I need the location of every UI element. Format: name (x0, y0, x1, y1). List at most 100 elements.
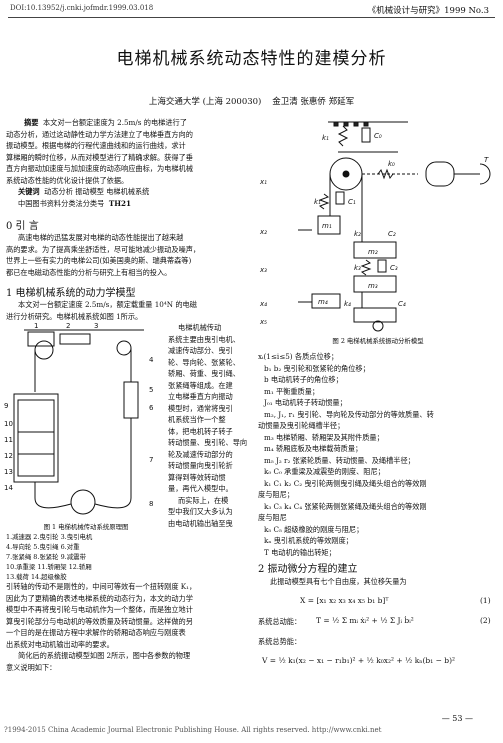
fig2-label: C₂ (388, 230, 396, 238)
fig2-label: k₂ (354, 230, 361, 238)
fig2-label: C₀ (374, 132, 382, 140)
page-number: — 53 — (441, 714, 473, 723)
keywords-label: 关键词 (18, 187, 40, 196)
motor-box (59, 333, 91, 345)
param-line: m₂, J₁, r₁ 曳引轮、导向轮及传动部分的等效质量、转 (264, 409, 434, 419)
car-frame (13, 393, 59, 483)
affiliation: 上海交通大学 (上海 200030) (148, 97, 262, 107)
fig2-label: m₄ (318, 298, 328, 306)
clc-label: 中国图书资料分类法分类号 (18, 198, 105, 208)
section-1-intro: 本文对一台额定速度 2.5m/s，额定载重量 10⁴N 的电磁 进行分析研究。电… (6, 299, 248, 322)
param-line: 度与阻尼 (258, 513, 287, 522)
fig2-label: x₄ (259, 300, 267, 308)
fig2-label: x₅ (259, 318, 267, 326)
param-line: J₀₁ 电动机转子转动惯量； (264, 398, 347, 407)
fig2-label: m₃ (368, 282, 378, 290)
potential-energy-label: 系统总势能： (258, 637, 302, 646)
body-line: 因此为了更精确的表述电梯系统的动态行为，本文的动力学 (6, 593, 193, 603)
mass-m2-box (353, 241, 397, 259)
fig1-label: 10 (4, 420, 13, 428)
fig1-label: 2 (66, 322, 70, 330)
body-line: 体，把电机转子转子 (168, 426, 233, 436)
abstract-label: 摘要 (24, 118, 39, 127)
param-line: m₄ 轿厢底板及电梯载荷质量； (264, 444, 363, 453)
param-line: b 电动机转子的角位移； (264, 375, 343, 384)
fig1-label: 14 (4, 484, 13, 492)
body-line: 本文对一台额定速度 2.5m/s，额定载重量 10⁴N 的电磁 (18, 300, 197, 309)
body-line: 型中我们又大多认为 (168, 507, 233, 516)
fig1-label: 12 (4, 452, 13, 460)
clc-code: TH21 (108, 198, 131, 208)
section-1-title: 1 电梯机械系统的动力学模型 (6, 288, 136, 299)
abstract-line: 本文对一台额定速度为 2.5m/s 的电梯进行了 (42, 118, 187, 127)
traction-sheave (34, 340, 54, 360)
fig2-label: k₁ (314, 198, 321, 206)
fig1-label: 8 (149, 500, 153, 508)
body-line: 算曳引轮部分与电动机的等效质量及转动惯量。这样做的另 (6, 616, 193, 626)
section-2-title: 2 振动微分方程的建立 (258, 564, 358, 575)
section-0-body: 高速电梯的迅猛发展对电梯的动态性能提出了越来越 高的要求。为了提高乘坐舒适性，尽… (6, 232, 248, 278)
body-line: 量，再代入模型中。 (168, 484, 233, 493)
body-line: 轿厢、荷重、曳引绳、 (168, 369, 240, 378)
body-line: 算得到等效转动惯 (168, 472, 226, 482)
fig1-label: 3 (94, 322, 98, 330)
mass-m5-box (353, 307, 397, 323)
param-line: T 电动机的输出转矩； (264, 547, 336, 557)
fig2-label: x₁ (259, 178, 267, 186)
body-line: 模型时，通常将曳引 (168, 403, 233, 413)
body-line: 轮及减速传动部分的 (168, 449, 233, 459)
doi: DOI:10.13952/j.cnki.jofmdr.1999.03.018 (10, 4, 154, 12)
body-line: 意义说明如下： (6, 662, 57, 672)
motor-drum (425, 161, 455, 187)
journal-header: 《机械设计与研究》1999 No.3 (367, 6, 489, 16)
fig2-label: m₁ (322, 222, 332, 230)
fig1-label: 7 (149, 456, 153, 464)
parameter-list: xᵢ(1≤i≤5) 各质点位移； b₁ b₂ 曳引轮和张紧轮的角位移； b 电动… (258, 351, 498, 558)
torque-arrow (479, 163, 491, 185)
abstract-line: 系统动态性能的优化设计提供了依据。 (6, 175, 129, 185)
param-line: 度与阻尼； (258, 490, 294, 499)
fig2-label: k₃ (354, 264, 361, 272)
body-line: 出系统对电动机输出动率的要求。 (6, 639, 114, 649)
fig2-label: C₁ (348, 198, 356, 206)
fig1-legend-line: 7.张紧绳 8.张紧轮 9.减震带 (6, 553, 86, 561)
param-line: m₃ 电梯轿厢、轿厢架及其附件质量； (264, 432, 384, 442)
fig1-legend-line: 13.载荷 14.超级橡胶 (6, 573, 67, 581)
equation-3: V = ½ k₁(x₂ − x₁ − r₁b₁)² + ½ k₀x₂² + ½ … (262, 656, 456, 665)
body-line: 轮、导向轮、张紧轮、 (168, 357, 240, 367)
body-line: 都已在电磁动态性能的分析与研究上有相当的投入。 (6, 267, 172, 277)
authors: 上海交通大学 (上海 200030) 金卫清 张惠侨 郑延军 (0, 95, 503, 107)
author-names: 金卫清 张惠侨 郑延军 (272, 97, 355, 107)
equation-1-number: (1) (480, 596, 491, 605)
param-line: 动惯量及曳引轮绳槽半径； (258, 421, 345, 430)
fig1-legend-line: 1.减速器 2.曳引轮 3.曳引电机 (6, 533, 93, 541)
fig1-label: 5 (149, 386, 153, 394)
fig1-label: 4 (149, 356, 154, 364)
fig2-label: k₁ (322, 134, 329, 142)
body-line: 系统主要由曳引电机、 (168, 334, 240, 344)
fig2-label: C₃ (390, 264, 398, 272)
car (17, 399, 55, 477)
fig1-legend-line: 10.承重梁 11.轿厢架 12.轿厢 (6, 563, 92, 571)
body-line: 世界上一些有实力的电梯公司(如美国奥的斯、瑞典蒂森等) (6, 256, 192, 265)
body-line: 简化后的系统振动模型如图 2所示，图中各参数的物理 (18, 651, 191, 660)
param-line: k₃ C₃ k₄ C₄ 张紧轮两侧张紧绳及绳头组合的等效刚 (264, 501, 427, 511)
abstract-line: 直方向振动加速度与加加速度的动态响应曲标，为电梯机械 (6, 164, 193, 173)
fig2-label: x₃ (259, 266, 267, 274)
abstract: 摘要 本文对一台额定速度为 2.5m/s 的电梯进行了 动态分析，通过这动静性动… (6, 117, 238, 209)
param-line: k₀ C₀ 承重梁及减震垫的刚度、阻尼； (264, 467, 385, 476)
body-line: 高速电梯的迅猛发展对电梯的动态性能提出了越来越 (18, 233, 184, 242)
copyright-footer: ?1994-2015 China Academic Journal Electr… (4, 726, 382, 734)
figure-2-caption: 图 2 电梯机械系统振动分析模型 (332, 337, 424, 345)
mass-m4-box (311, 293, 341, 309)
reducer-box (27, 331, 55, 347)
fig1-label: 13 (4, 468, 13, 476)
param-line: xᵢ(1≤i≤5) 各质点位移； (258, 352, 339, 361)
counterweight (123, 381, 139, 419)
equation-2-number: (2) (480, 616, 491, 625)
fig1-label: 1 (34, 322, 38, 330)
fig2-label: T (484, 156, 489, 164)
body-line: 立电梯垂直方向振动 (168, 392, 233, 401)
section-0-title: 0 引 言 (6, 221, 39, 232)
header-rule (8, 17, 495, 18)
